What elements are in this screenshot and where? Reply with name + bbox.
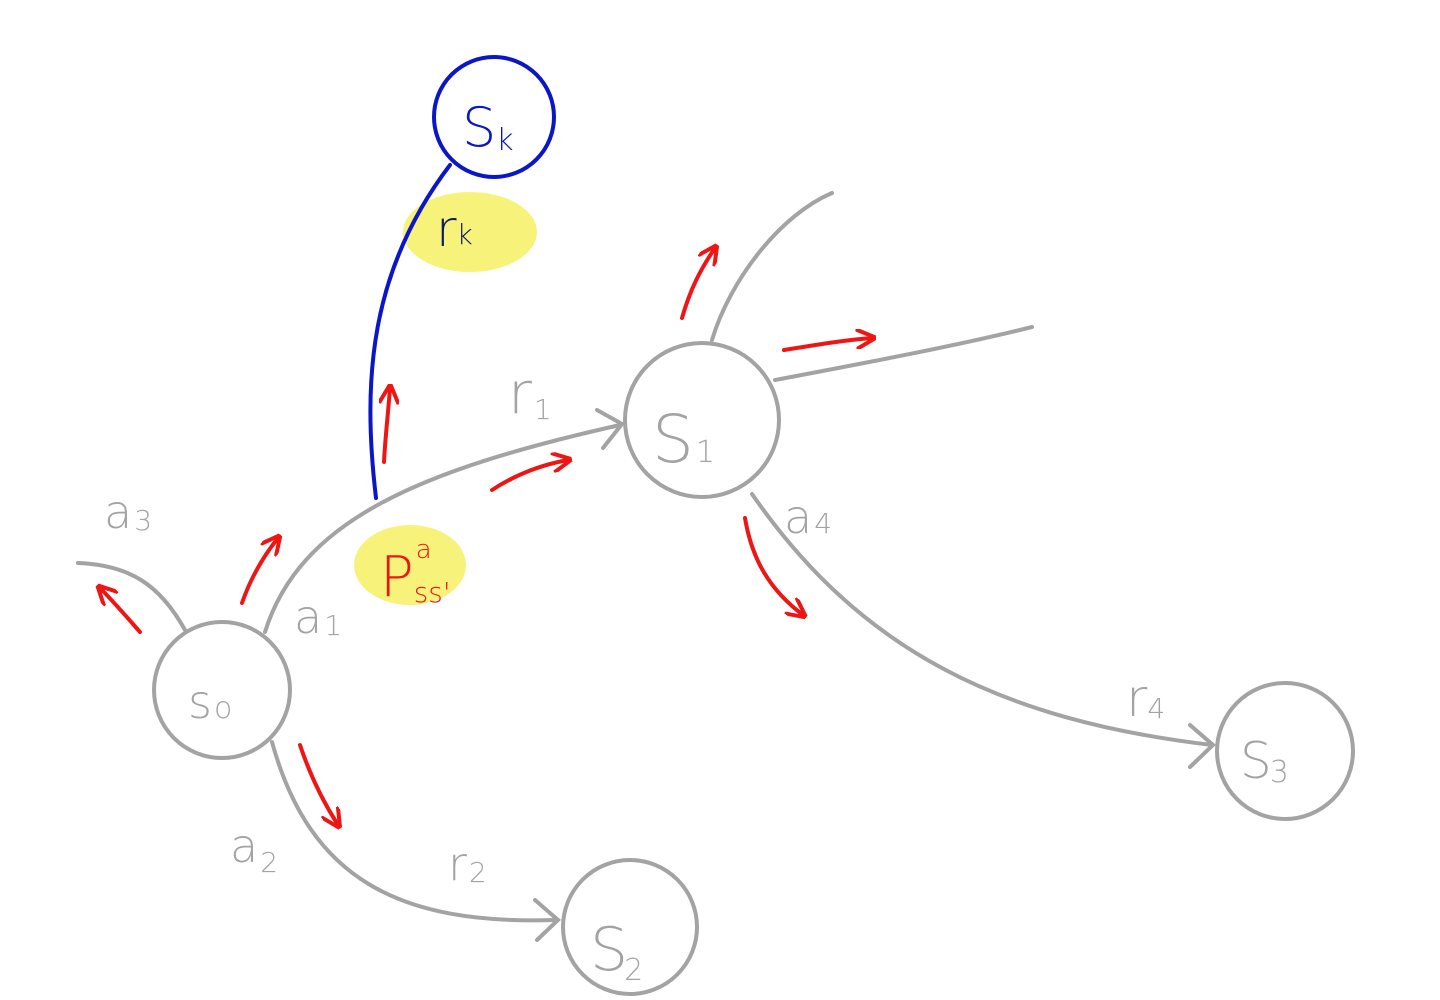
red-arrow-sk: [384, 388, 390, 464]
label-s1: S1: [652, 401, 715, 478]
label-rk: rk: [436, 200, 473, 258]
red-arrow-a2: [298, 743, 338, 825]
red-arrow-a4: [743, 516, 803, 615]
red-arrow-s1-right: [782, 338, 872, 352]
label-a2: a2: [230, 819, 278, 879]
red-arrow-a1: [240, 538, 278, 605]
arrowhead-s3: [1188, 723, 1216, 769]
edge-a1: [263, 423, 622, 634]
label-s2: S2: [590, 915, 643, 988]
highlight-pssa: [354, 525, 466, 605]
label-r2: r2: [448, 837, 487, 891]
node-s1: [623, 341, 781, 499]
edge-s1-right: [773, 325, 1034, 382]
node-sk: [432, 55, 556, 179]
label-a1: a1: [294, 590, 342, 644]
highlight-rk: [403, 192, 537, 272]
edge-a4: [750, 492, 1214, 747]
edge-sk: [368, 163, 452, 500]
node-s2: [561, 858, 699, 996]
node-s0: [152, 620, 292, 760]
edge-a3: [76, 561, 187, 632]
red-arrow-s1: [490, 460, 568, 492]
red-arrow-s1-up: [680, 248, 715, 320]
label-r4: r4: [1126, 669, 1165, 729]
label-s0: so: [188, 675, 232, 729]
label-sk: Sk: [462, 96, 514, 159]
label-a4: a4: [784, 490, 832, 544]
red-arrow-a3: [100, 588, 142, 634]
edge-s1-up: [710, 191, 834, 342]
label-r1: r1: [508, 359, 552, 427]
edge-a2: [270, 740, 557, 923]
label-a3: a3: [104, 485, 152, 539]
label-s3: S3: [1240, 732, 1289, 790]
arrowhead-s1: [595, 408, 626, 450]
arrowhead-s2: [533, 898, 561, 942]
node-s3: [1215, 681, 1355, 821]
